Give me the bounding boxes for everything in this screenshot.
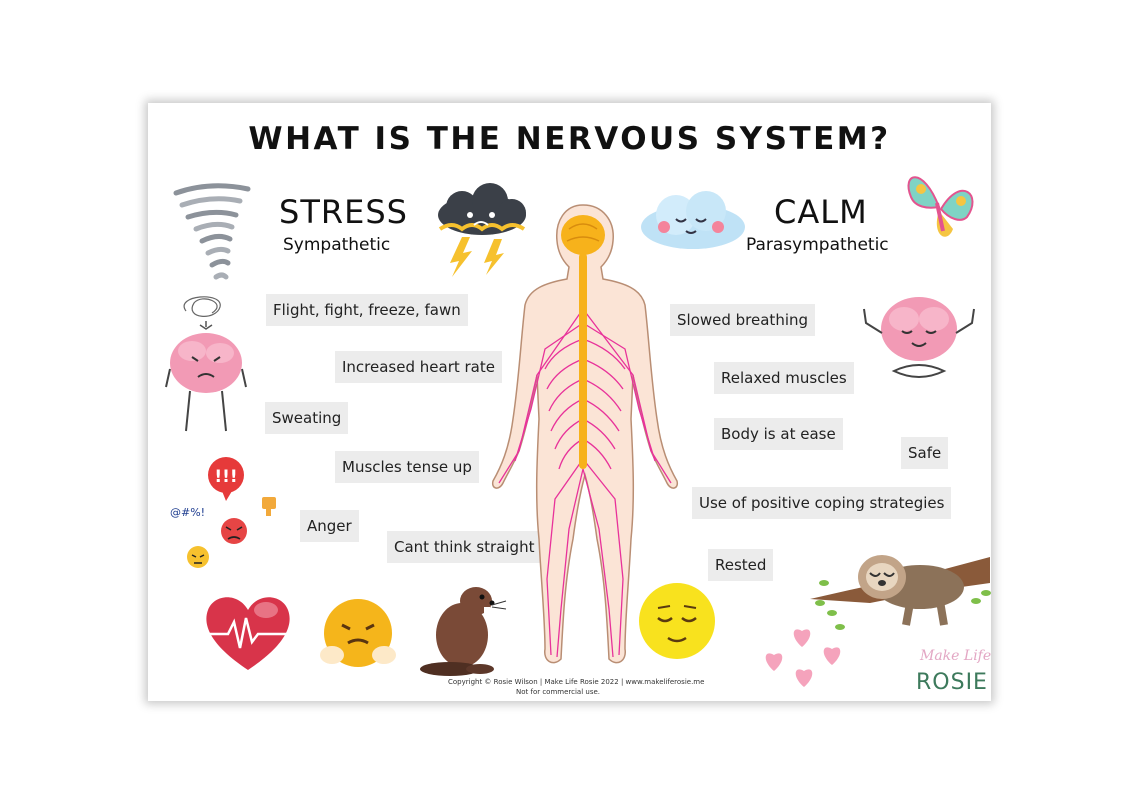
storm-cloud-icon xyxy=(438,183,526,277)
calm-item: Safe xyxy=(901,437,949,469)
calm-item: Use of positive coping strategies xyxy=(692,487,952,519)
pink-hearts-icon xyxy=(765,629,841,687)
calm-item: Slowed breathing xyxy=(670,304,816,336)
nervous-system-figure xyxy=(491,204,679,664)
angry-emojis-icon: !!! @#%! xyxy=(170,457,276,568)
copyright: Copyright © Rosie Wilson | Make Life Ros… xyxy=(448,677,705,697)
stress-item: Flight, fight, freeze, fawn xyxy=(266,294,468,326)
stress-item: Anger xyxy=(300,510,359,542)
stress-item: Increased heart rate xyxy=(335,351,502,383)
copyright-line-2: Not for commercial use. xyxy=(515,688,600,696)
calm-item: Relaxed muscles xyxy=(714,362,854,394)
stress-heading: STRESS xyxy=(279,193,408,231)
sloth-icon xyxy=(810,555,991,630)
butterfly-icon xyxy=(907,176,974,237)
symbols-text: @#%! xyxy=(170,506,205,519)
copyright-line-1: Copyright © Rosie Wilson | Make Life Ros… xyxy=(448,678,705,686)
calm-emoji-icon xyxy=(639,583,715,659)
stress-item: Sweating xyxy=(265,402,349,434)
stress-item: Cant think straight xyxy=(387,531,542,563)
stressed-brain-icon xyxy=(165,296,247,432)
brand-script: Make Life xyxy=(920,648,992,664)
brand-logo: Make Life ROSIE xyxy=(914,648,994,698)
brand-name: ROSIE xyxy=(916,670,988,695)
calm-subheading: Parasympathetic xyxy=(746,235,889,255)
stress-item: Muscles tense up xyxy=(335,451,479,483)
calm-item: Body is at ease xyxy=(714,418,843,450)
calm-item: Rested xyxy=(708,549,774,581)
meditating-brain-icon xyxy=(863,297,975,378)
calm-heading: CALM xyxy=(774,193,868,231)
stress-subheading: Sympathetic xyxy=(283,235,391,255)
poster-title: WHAT IS THE NERVOUS SYSTEM? xyxy=(248,121,891,157)
frustrated-emoji-icon xyxy=(320,599,396,667)
heart-ecg-icon xyxy=(202,597,294,670)
beaver-icon xyxy=(420,587,507,676)
tornado-icon xyxy=(173,183,251,280)
happy-cloud-icon xyxy=(641,191,745,249)
poster: WHAT IS THE NERVOUS SYSTEM? STRESS Sympa… xyxy=(148,103,991,701)
speech-bubble-text: !!! xyxy=(214,467,237,487)
